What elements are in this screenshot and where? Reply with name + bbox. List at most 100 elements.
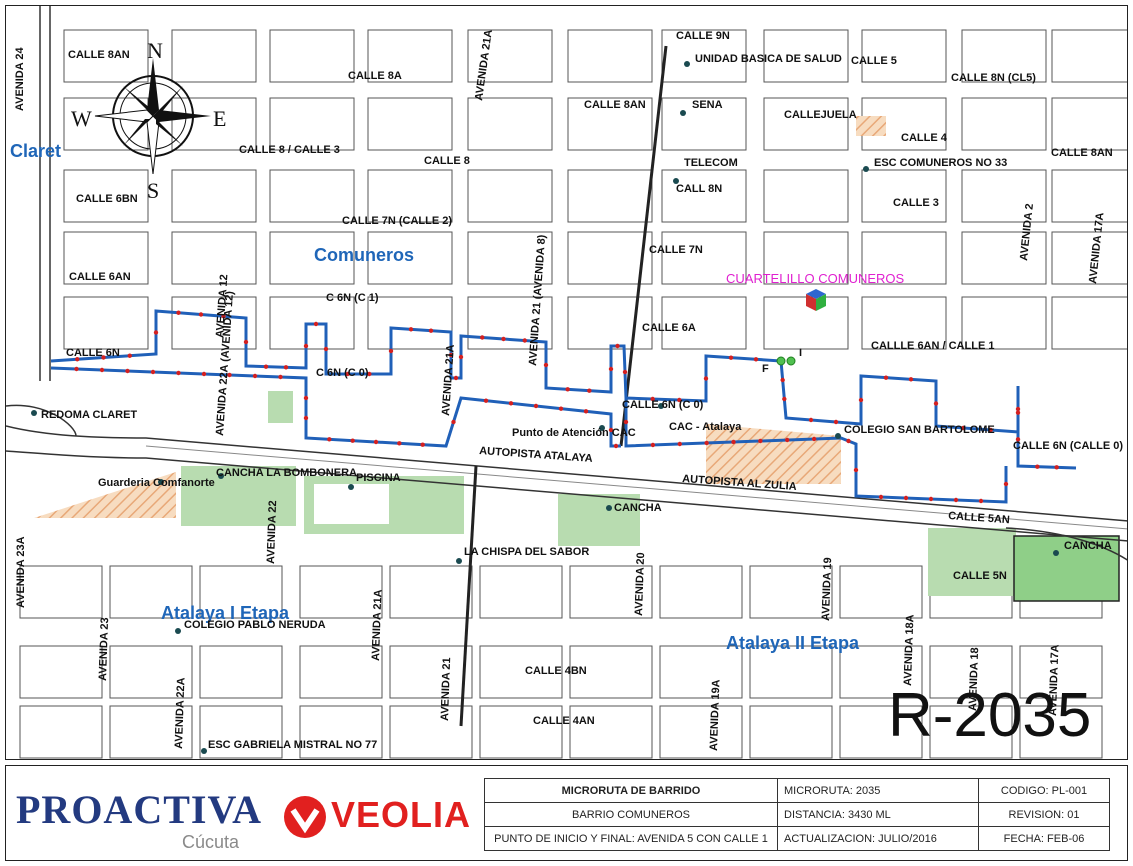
city-block — [749, 565, 833, 619]
route-arrow — [988, 427, 993, 433]
route-arrow — [480, 335, 485, 340]
route-arrow — [608, 366, 614, 372]
route-arrow — [283, 365, 289, 370]
route-code-label: R-2035 — [888, 681, 1091, 750]
city-block — [763, 231, 849, 285]
city-block — [569, 565, 653, 619]
autopista-north-edge — [6, 425, 1127, 522]
poi-esc-comuneros: ESC COMUNEROS NO 33 — [874, 157, 1007, 169]
route-arrow — [780, 377, 785, 383]
label-calle-8an-mid: CALLE 8AN — [584, 99, 646, 111]
poi-colegio-bartolome: COLEGIO SAN BARTOLOME — [844, 424, 995, 436]
city-block — [467, 29, 553, 83]
label-avenida-17a-low: AVENIDA 17A — [1047, 644, 1061, 716]
route-arrow — [458, 354, 464, 360]
compass-rose: N S E W — [71, 38, 226, 203]
route-arrow — [883, 375, 889, 380]
label-calle-8: CALLE 8 — [424, 155, 470, 167]
city-block — [299, 705, 383, 759]
route-line — [624, 398, 1008, 504]
route-arrow — [323, 346, 329, 352]
route-arrow — [508, 401, 514, 406]
city-block — [171, 231, 257, 285]
city-block — [929, 705, 1013, 759]
label-avenida-23: AVENIDA 23 — [97, 617, 111, 681]
label-avenida-21a-mid: AVENIDA 21A — [440, 344, 457, 416]
route-arrow — [483, 398, 489, 403]
poi-pablo-neruda: COLEGIO PABLO NERUDA — [184, 619, 326, 631]
label-c-6n-c1: C 6N (C 1) — [326, 292, 379, 304]
route-arrow — [1015, 410, 1021, 415]
route-arrow — [75, 357, 80, 362]
poi-chispa: LA CHISPA DEL SABOR — [464, 546, 589, 558]
route-arrow — [350, 438, 355, 443]
route-arrow — [961, 425, 966, 431]
route-arrow — [728, 355, 734, 360]
city-block — [659, 645, 743, 699]
label-calle-6n: CALLE 6N — [66, 347, 120, 359]
label-c-6n-c0: C 6N (C 0) — [316, 367, 369, 379]
route-arrow — [878, 494, 884, 500]
city-block — [861, 169, 947, 223]
city-block — [659, 705, 743, 759]
route-arrow — [1015, 406, 1021, 412]
update-date: ACTUALIZACION: JULIO/2016 — [777, 826, 979, 851]
city-block — [109, 645, 193, 699]
pool-area — [314, 484, 389, 524]
route-arrow — [221, 314, 226, 319]
poi-punto-atencion: Punto de Atención CAC — [512, 427, 636, 439]
label-calle-6n-c0: CALLE 6N (C 0) — [622, 399, 704, 411]
route-arrow — [453, 375, 459, 381]
info-table: MICRORUTA DE BARRIDO MICRORUTA: 2035 COD… — [484, 778, 1110, 851]
route-arrow — [928, 496, 934, 502]
city-block — [861, 296, 947, 350]
info-row: PUNTO DE INICIO Y FINAL: AVENIDA 5 CON C… — [484, 826, 1110, 851]
route-arrow — [731, 439, 736, 445]
route-arrow — [345, 371, 350, 377]
poi-redoma: REDOMA CLARET — [41, 409, 137, 421]
city-block — [269, 231, 355, 285]
route-arrow — [613, 443, 619, 449]
route-arrow — [448, 352, 454, 358]
city-block — [861, 231, 947, 285]
start-end-point: PUNTO DE INICIO Y FINAL: AVENIDA 5 CON C… — [484, 826, 778, 851]
city-block — [109, 565, 193, 619]
label-avenida-19a: AVENIDA 19A — [708, 679, 722, 751]
route-arrow — [908, 377, 914, 382]
main-avenue — [619, 45, 668, 447]
label-avenida-22: AVENIDA 22 — [265, 500, 279, 564]
route-arrow — [99, 367, 105, 373]
revision: REVISION: 01 — [978, 802, 1110, 827]
city-block — [171, 29, 257, 83]
route-type: MICRORUTA DE BARRIDO — [484, 778, 778, 803]
poi-cancha-right: CANCHA — [1064, 540, 1112, 552]
label-calle-8a: CALLE 8A — [348, 70, 402, 82]
label-calle-8an: CALLE 8AN — [68, 49, 130, 61]
label-calle-6bn: CALLE 6BN — [76, 193, 138, 205]
route-arrow — [622, 369, 628, 375]
label-calle-5an: CALLE 5AN — [948, 510, 1010, 526]
route-arrow — [198, 312, 204, 317]
city-block — [839, 565, 923, 619]
map-canvas: N S E W Claret Comuneros Atalaya I Etapa… — [6, 6, 1127, 759]
title-block: PROACTIVA Cúcuta VEOLIA MICRORUTA DE BAR… — [5, 765, 1128, 861]
poi-salud: UNIDAD BASICA DE SALUD — [695, 53, 842, 65]
route-arrow — [833, 419, 839, 425]
city-block — [199, 645, 283, 699]
info-row: BARRIO COMUNEROS DISTANCIA: 3430 ML REVI… — [484, 802, 1110, 827]
compass-w: W — [71, 106, 92, 131]
city-block — [763, 97, 849, 151]
city-block — [961, 296, 1047, 350]
city-block — [961, 97, 1047, 151]
hood-claret: Claret — [10, 141, 61, 161]
route-arrow — [758, 438, 763, 444]
city-block — [661, 29, 747, 83]
cuartelillo-cube — [806, 289, 826, 311]
route-arrow — [858, 397, 864, 403]
route-arrow — [397, 441, 402, 446]
route-arrow — [176, 370, 181, 376]
autopista-south-edge — [6, 450, 1127, 542]
city-block — [171, 296, 257, 350]
route-arrow — [703, 376, 709, 381]
distance: DISTANCIA: 3430 ML — [777, 802, 979, 827]
